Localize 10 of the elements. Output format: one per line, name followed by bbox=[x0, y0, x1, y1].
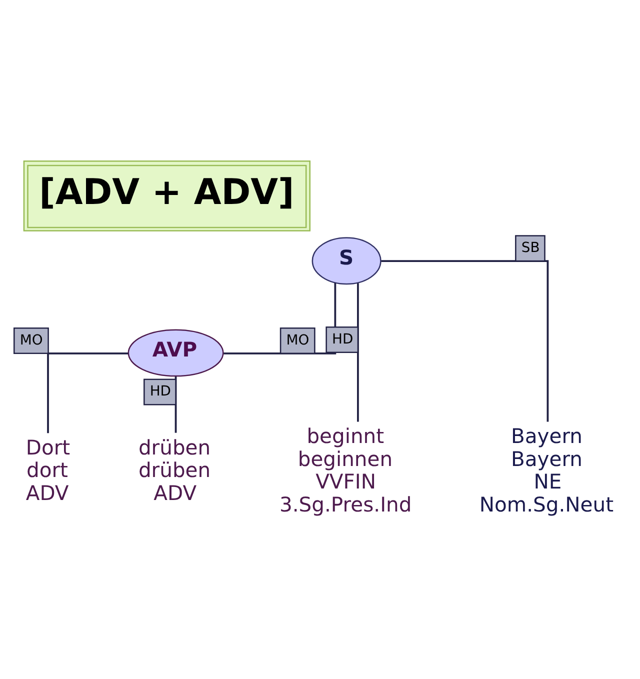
node-text: beginnt beginnen VVFIN 3.Sg.Pres.Ind bbox=[280, 424, 412, 516]
edge-label: MO bbox=[286, 332, 310, 348]
node-text: Dort dort ADV bbox=[26, 435, 70, 505]
edge-label: HD bbox=[150, 384, 172, 400]
edge-label: MO bbox=[20, 332, 43, 348]
diagram-title: [ADV + ADV] bbox=[39, 172, 294, 214]
edge-label: HD bbox=[332, 331, 354, 348]
node-text: Bayern Bayern NE Nom.Sg.Neut bbox=[479, 424, 614, 516]
node-text: drüben drüben ADV bbox=[138, 435, 211, 505]
edge-label: SB bbox=[521, 240, 540, 256]
